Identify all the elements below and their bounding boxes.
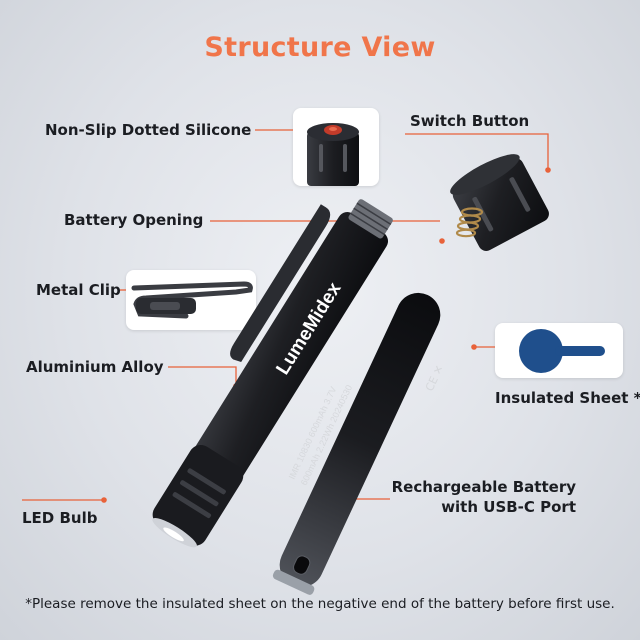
label-non-slip-silicone: Non-Slip Dotted Silicone <box>45 121 252 139</box>
label-metal-clip: Metal Clip <box>36 281 121 299</box>
label-rechargeable-battery: Rechargeable Battery with USB-C Port <box>390 477 576 517</box>
clip-thumbnail <box>126 270 256 330</box>
label-insulated-sheet: Insulated Sheet * <box>495 389 640 407</box>
insulated-sheet-thumbnail <box>495 323 623 378</box>
metal-clip-image <box>131 281 253 319</box>
label-battery-opening: Battery Opening <box>64 211 204 229</box>
label-switch-button: Switch Button <box>410 112 530 130</box>
page-title: Structure View <box>204 32 436 63</box>
label-aluminium-alloy: Aluminium Alloy <box>26 358 164 376</box>
label-led-bulb: LED Bulb <box>22 509 98 527</box>
tail-cap <box>450 154 549 251</box>
switch-thumbnail <box>293 108 379 186</box>
label-battery-line2: with USB-C Port <box>441 498 576 516</box>
flashlight-body <box>152 199 393 548</box>
battery <box>272 292 441 595</box>
spring <box>455 207 484 238</box>
battery-certification-marks: CE ✕ <box>423 363 446 393</box>
insulated-sheet-image <box>519 329 605 373</box>
label-battery-line1: Rechargeable Battery <box>391 478 576 496</box>
footnote: *Please remove the insulated sheet on th… <box>25 596 615 612</box>
switch-cap-image <box>307 123 359 186</box>
